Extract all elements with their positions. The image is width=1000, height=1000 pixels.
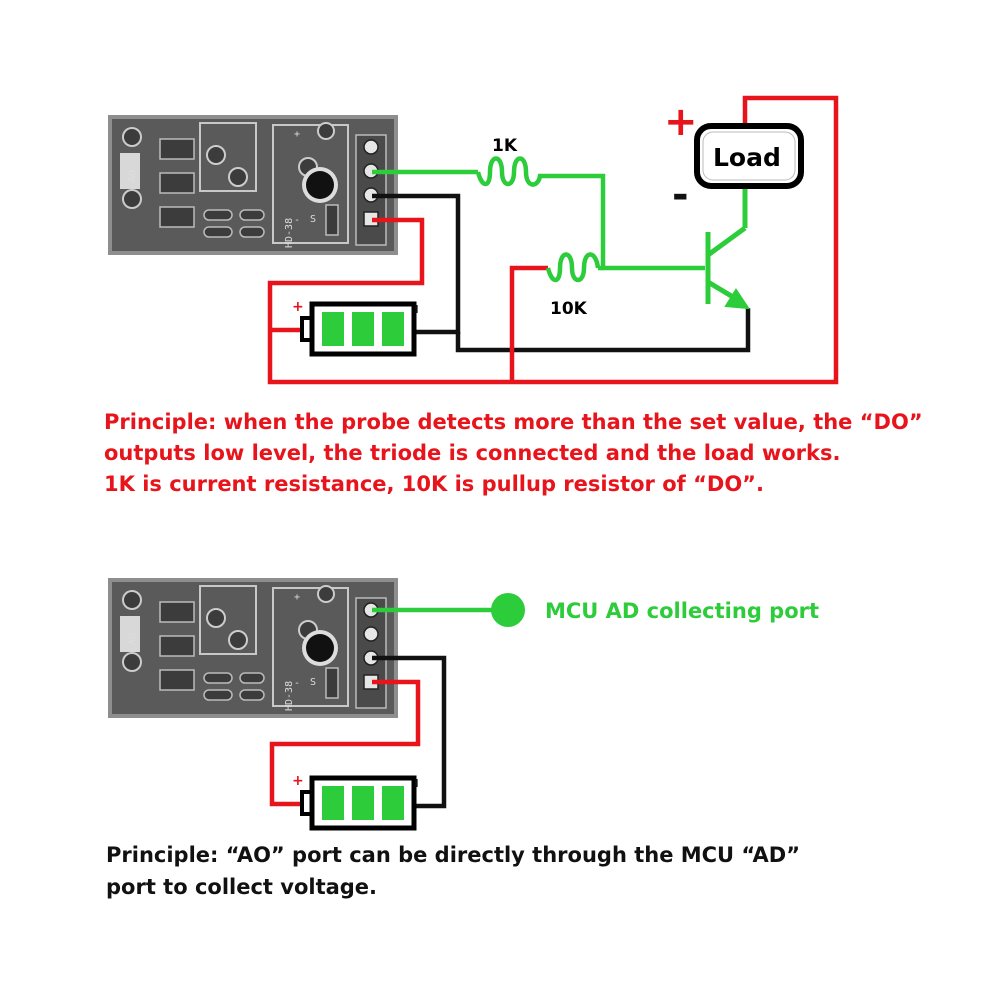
bottom-principle-line-1: Principle: “AO” port can be directly thr… [106,843,800,867]
bottom-principle-text: Principle: “AO” port can be directly thr… [106,843,800,899]
load-plus-sign: + [664,99,698,145]
red-pullup-wire [509,265,548,382]
resistor-1k-label: 1K [492,136,518,156]
top-principle-line-3: 1K is current resistance, 10K is pullup … [104,472,764,496]
bottom-wires [269,607,508,809]
resistor-1k: 1K [475,136,544,187]
mcu-port-dot [491,593,525,627]
red-vcc-wire-bottom [269,679,421,807]
mcu-port-label: MCU AD collecting port [545,599,819,623]
top-principle-text: Principle: when the probe detects more t… [104,410,923,496]
load-box: Load [694,123,804,189]
bottom-sensor-module: AO HD-38 S [107,577,399,719]
top-sensor-module: AO HD-38 S [107,114,399,256]
battery-minus-sign: ı [414,301,419,317]
green-1k-to-base-wire [544,173,705,271]
load-label: Load [713,143,781,172]
black-ground-wire [372,193,461,335]
black-ground-wire-bottom [372,655,447,809]
load-minus-sign: - [672,172,689,218]
resistor-10k: 10K [545,252,601,319]
ao-silkscreen-label: AO [127,170,138,182]
model-silkscreen-label-bottom: HD-38 [284,681,295,711]
battery-plus-sign-bottom: + [292,773,304,789]
top-battery: + ı [292,299,419,354]
model-silkscreen-label: HD-38 [284,218,295,248]
black-emitter-wire [455,308,751,353]
battery-minus-sign-bottom: ı [414,775,419,791]
top-principle-line-1: Principle: when the probe detects more t… [104,410,923,434]
battery-plus-sign: + [292,299,304,315]
bottom-principle-line-2: port to collect voltage. [106,875,377,899]
resistor-10k-label: 10K [550,299,588,319]
bottom-battery: + ı [292,773,419,828]
ao-silkscreen-label-bottom: AO [127,633,138,645]
top-principle-line-2: outputs low level, the triode is connect… [104,441,840,465]
top-wires [267,95,839,385]
npn-transistor [705,188,750,310]
s-silkscreen-label: S [310,214,316,225]
s-silkscreen-label-bottom: S [310,677,316,688]
red-vcc-wire [267,95,839,385]
